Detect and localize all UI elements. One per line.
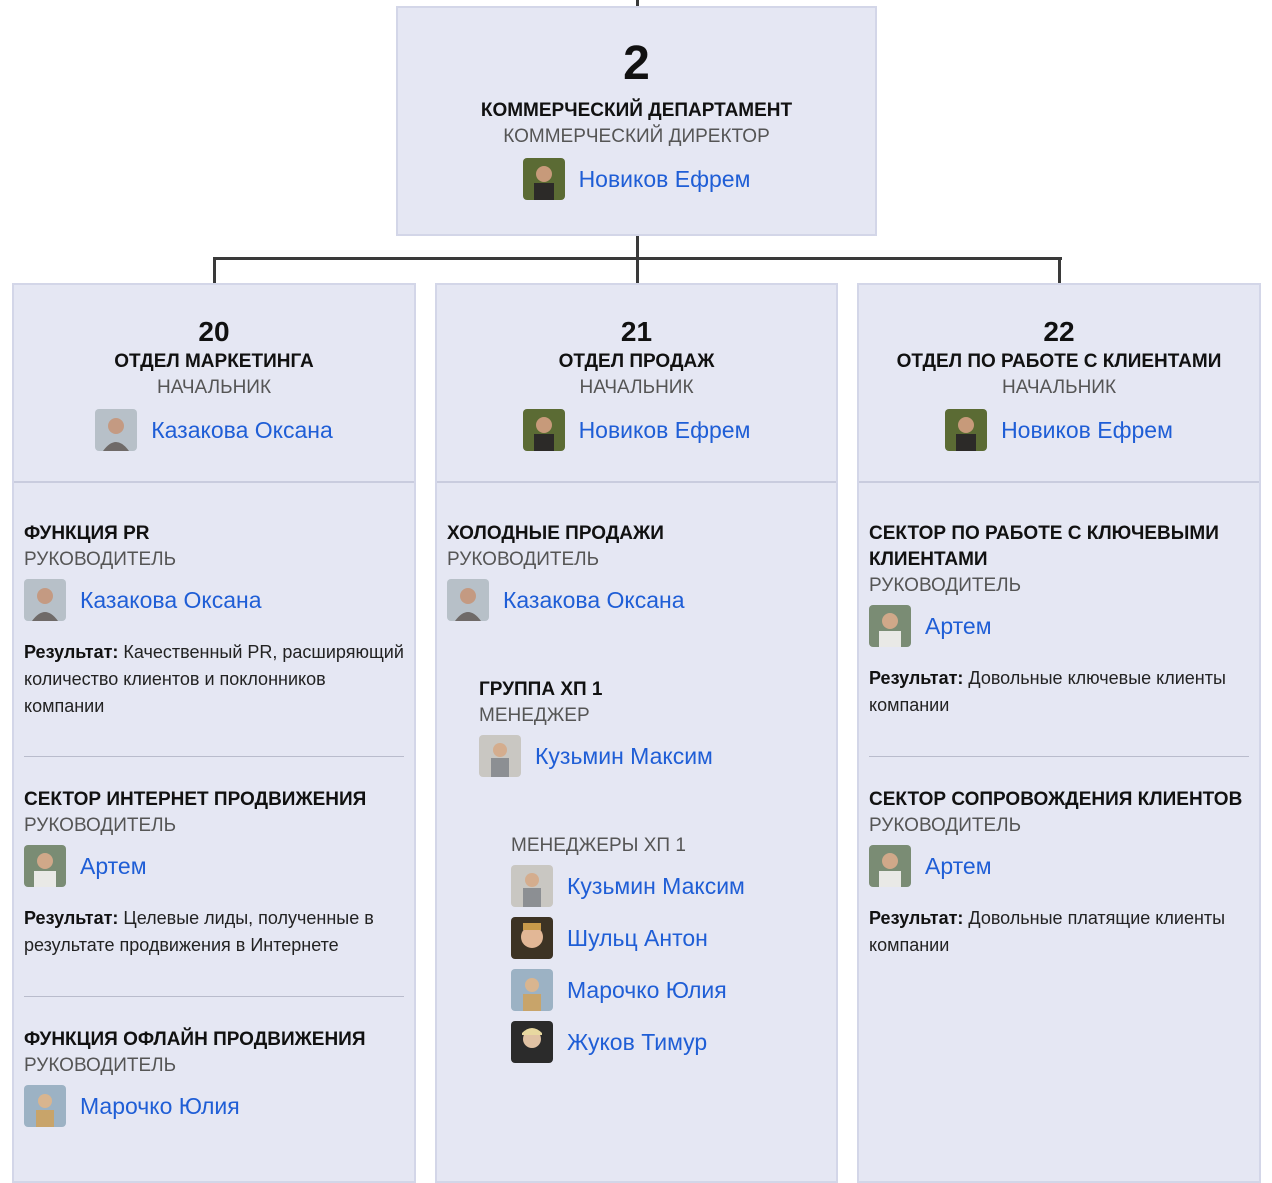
avatar-kazakova bbox=[95, 409, 137, 451]
node-number: 2 bbox=[398, 36, 875, 92]
person-name-link[interactable]: Новиков Ефрем bbox=[1001, 417, 1173, 444]
result-label: Результат: bbox=[869, 908, 963, 928]
node-person[interactable]: Новиков Ефрем bbox=[398, 158, 875, 200]
section-person[interactable]: Казакова Оксана bbox=[447, 579, 826, 621]
department-role: НАЧАЛЬНИК bbox=[859, 375, 1259, 401]
person-name-link[interactable]: Новиков Ефрем bbox=[579, 417, 751, 444]
section-person[interactable]: Казакова Оксана bbox=[24, 579, 404, 621]
department-sales[interactable]: 21 ОТДЕЛ ПРОДАЖ НАЧАЛЬНИК Новиков Ефрем … bbox=[435, 283, 838, 1183]
section-person[interactable]: Артем bbox=[869, 605, 1249, 647]
group-role: МЕНЕДЖЕР bbox=[479, 703, 826, 729]
group-person[interactable]: Кузьмин Максим bbox=[479, 735, 826, 777]
connector-left bbox=[213, 257, 216, 284]
department-role: НАЧАЛЬНИК bbox=[437, 375, 836, 401]
person-name-link[interactable]: Артем bbox=[925, 613, 992, 640]
department-head[interactable]: Казакова Оксана bbox=[14, 409, 414, 451]
section-result: Результат: Целевые лиды, полученные в ре… bbox=[24, 905, 404, 959]
avatar-kuzmin bbox=[511, 865, 553, 907]
person-name-link[interactable]: Кузьмин Максим bbox=[535, 743, 713, 770]
section-role: РУКОВОДИТЕЛЬ bbox=[24, 813, 404, 839]
department-head[interactable]: Новиков Ефрем bbox=[859, 409, 1259, 451]
connector-right bbox=[1058, 257, 1061, 284]
section-person[interactable]: Марочко Юлия bbox=[24, 1085, 404, 1127]
section-offline-promotion[interactable]: ФУНКЦИЯ ОФЛАЙН ПРОДВИЖЕНИЯ РУКОВОДИТЕЛЬ … bbox=[24, 1027, 404, 1127]
section-title: ХОЛОДНЫЕ ПРОДАЖИ bbox=[447, 521, 826, 547]
person-name-link[interactable]: Кузьмин Максим bbox=[567, 873, 745, 900]
manager-item[interactable]: Кузьмин Максим bbox=[511, 865, 826, 907]
department-role: НАЧАЛЬНИК bbox=[14, 375, 414, 401]
section-divider bbox=[24, 996, 404, 997]
node-title: КОММЕРЧЕСКИЙ ДЕПАРТАМЕНТ bbox=[398, 98, 875, 124]
avatar-kazakova bbox=[24, 579, 66, 621]
section-result: Результат: Качественный PR, расширяющий … bbox=[24, 639, 404, 720]
manager-item[interactable]: Шульц Антон bbox=[511, 917, 826, 959]
group-title: ГРУППА ХП 1 bbox=[479, 677, 826, 703]
section-title: СЕКТОР ИНТЕРНЕТ ПРОДВИЖЕНИЯ bbox=[24, 787, 404, 813]
department-number: 22 bbox=[859, 285, 1259, 349]
managers-list: МЕНЕДЖЕРЫ ХП 1 Кузьмин Максим Шульц Анто… bbox=[511, 833, 826, 1063]
manager-item[interactable]: Жуков Тимур bbox=[511, 1021, 826, 1063]
department-title: ОТДЕЛ ПО РАБОТЕ С КЛИЕНТАМИ bbox=[859, 349, 1259, 375]
avatar-novikov bbox=[523, 409, 565, 451]
avatar-novikov bbox=[523, 158, 565, 200]
avatar-artem bbox=[869, 845, 911, 887]
section-key-clients[interactable]: СЕКТОР ПО РАБОТЕ С КЛЮЧЕВЫМИ КЛИЕНТАМИ Р… bbox=[869, 521, 1249, 719]
section-role: РУКОВОДИТЕЛЬ bbox=[447, 547, 826, 573]
connector-trunk bbox=[636, 236, 639, 284]
result-label: Результат: bbox=[24, 908, 118, 928]
avatar-artem bbox=[24, 845, 66, 887]
department-marketing[interactable]: 20 ОТДЕЛ МАРКЕТИНГА НАЧАЛЬНИК Казакова О… bbox=[12, 283, 416, 1183]
person-name-link[interactable]: Марочко Юлия bbox=[567, 977, 727, 1004]
section-person[interactable]: Артем bbox=[24, 845, 404, 887]
department-number: 20 bbox=[14, 285, 414, 349]
avatar-artem bbox=[869, 605, 911, 647]
section-internet-promotion[interactable]: СЕКТОР ИНТЕРНЕТ ПРОДВИЖЕНИЯ РУКОВОДИТЕЛЬ… bbox=[24, 787, 404, 959]
managers-title: МЕНЕДЖЕРЫ ХП 1 bbox=[511, 833, 826, 859]
person-name-link[interactable]: Артем bbox=[925, 853, 992, 880]
person-name-link[interactable]: Казакова Оксана bbox=[151, 417, 333, 444]
section-divider bbox=[24, 756, 404, 757]
section-person[interactable]: Артем bbox=[869, 845, 1249, 887]
department-title: ОТДЕЛ МАРКЕТИНГА bbox=[14, 349, 414, 375]
section-title: ФУНКЦИЯ PR bbox=[24, 521, 404, 547]
person-name-link[interactable]: Марочко Юлия bbox=[80, 1093, 240, 1120]
avatar-marochko bbox=[511, 969, 553, 1011]
avatar-marochko bbox=[24, 1085, 66, 1127]
avatar-zhukov bbox=[511, 1021, 553, 1063]
node-role: КОММЕРЧЕСКИЙ ДИРЕКТОР bbox=[398, 124, 875, 150]
connector-horizontal bbox=[213, 257, 1062, 260]
person-name-link[interactable]: Казакова Оксана bbox=[503, 587, 685, 614]
person-name-link[interactable]: Новиков Ефрем bbox=[579, 166, 751, 193]
section-role: РУКОВОДИТЕЛЬ bbox=[24, 547, 404, 573]
section-client-support[interactable]: СЕКТОР СОПРОВОЖДЕНИЯ КЛИЕНТОВ РУКОВОДИТЕ… bbox=[869, 787, 1249, 959]
department-number: 21 bbox=[437, 285, 836, 349]
manager-item[interactable]: Марочко Юлия bbox=[511, 969, 826, 1011]
person-name-link[interactable]: Жуков Тимур bbox=[567, 1029, 707, 1056]
result-label: Результат: bbox=[869, 668, 963, 688]
department-client-relations[interactable]: 22 ОТДЕЛ ПО РАБОТЕ С КЛИЕНТАМИ НАЧАЛЬНИК… bbox=[857, 283, 1261, 1183]
section-result: Результат: Довольные ключевые клиенты ко… bbox=[869, 665, 1249, 719]
section-pr-function[interactable]: ФУНКЦИЯ PR РУКОВОДИТЕЛЬ Казакова Оксана … bbox=[24, 521, 404, 720]
section-divider bbox=[869, 756, 1249, 757]
avatar-shults bbox=[511, 917, 553, 959]
section-cold-sales[interactable]: ХОЛОДНЫЕ ПРОДАЖИ РУКОВОДИТЕЛЬ Казакова О… bbox=[447, 521, 826, 621]
department-title: ОТДЕЛ ПРОДАЖ bbox=[437, 349, 836, 375]
avatar-novikov bbox=[945, 409, 987, 451]
result-label: Результат: bbox=[24, 642, 118, 662]
section-title: СЕКТОР СОПРОВОЖДЕНИЯ КЛИЕНТОВ bbox=[869, 787, 1249, 813]
top-node-commercial-department[interactable]: 2 КОММЕРЧЕСКИЙ ДЕПАРТАМЕНТ КОММЕРЧЕСКИЙ … bbox=[396, 6, 877, 236]
avatar-kazakova bbox=[447, 579, 489, 621]
person-name-link[interactable]: Казакова Оксана bbox=[80, 587, 262, 614]
department-head[interactable]: Новиков Ефрем bbox=[437, 409, 836, 451]
avatar-kuzmin bbox=[479, 735, 521, 777]
section-role: РУКОВОДИТЕЛЬ bbox=[24, 1053, 404, 1079]
person-name-link[interactable]: Артем bbox=[80, 853, 147, 880]
section-role: РУКОВОДИТЕЛЬ bbox=[869, 813, 1249, 839]
section-title: СЕКТОР ПО РАБОТЕ С КЛЮЧЕВЫМИ КЛИЕНТАМИ bbox=[869, 521, 1249, 573]
person-name-link[interactable]: Шульц Антон bbox=[567, 925, 708, 952]
section-title: ФУНКЦИЯ ОФЛАЙН ПРОДВИЖЕНИЯ bbox=[24, 1027, 404, 1053]
section-role: РУКОВОДИТЕЛЬ bbox=[869, 573, 1249, 599]
group-hp1[interactable]: ГРУППА ХП 1 МЕНЕДЖЕР Кузьмин Максим bbox=[479, 677, 826, 777]
section-result: Результат: Довольные платящие клиенты ко… bbox=[869, 905, 1249, 959]
